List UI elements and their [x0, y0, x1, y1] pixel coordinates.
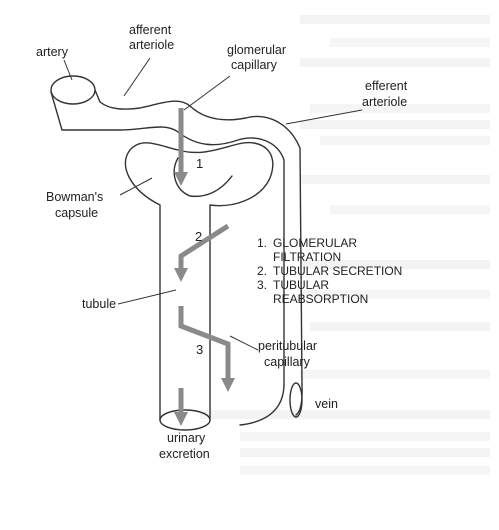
legend-2-text: TUBULAR SECRETION	[273, 264, 402, 278]
legend-3b-text: REABSORPTION	[273, 292, 368, 306]
label-peritubular-2: capillary	[264, 355, 311, 369]
arrow-tubular-reabsorption	[178, 306, 231, 378]
leader-lines	[63, 57, 363, 351]
legend-3-text: TUBULAR	[273, 278, 329, 292]
label-afferent-1: afferent	[129, 23, 172, 37]
step-number-2: 2	[195, 229, 202, 244]
legend-3-number: 3.	[257, 278, 267, 292]
label-efferent-1: efferent	[365, 79, 408, 93]
bowman-capsule-and-tubule	[124, 142, 274, 431]
legend-2-number: 2.	[257, 264, 267, 278]
step-number-1: 1	[196, 156, 203, 171]
bleed-through-text	[200, 15, 490, 475]
label-glomerular-1: glomerular	[227, 43, 286, 57]
process-legend: 1. GLOMERULAR FILTRATION 2. TUBULAR SECR…	[257, 236, 402, 306]
label-artery: artery	[36, 45, 69, 59]
legend-1-text: GLOMERULAR	[273, 236, 357, 250]
label-vein: vein	[315, 397, 338, 411]
legend-1-number: 1.	[257, 236, 267, 250]
label-efferent-2: arteriole	[362, 95, 407, 109]
label-afferent-2: arteriole	[129, 38, 174, 52]
label-peritubular-1: peritubular	[258, 339, 317, 353]
legend-1b-text: FILTRATION	[273, 250, 341, 264]
label-urinary-2: excretion	[159, 447, 210, 461]
label-bowman-2: capsule	[55, 206, 98, 220]
label-bowman-1: Bowman's	[46, 190, 103, 204]
arrow-tubular-secretion	[178, 223, 230, 268]
label-glomerular-2: capillary	[231, 58, 278, 72]
blood-vessel-outline	[50, 75, 303, 426]
label-urinary-1: urinary	[167, 431, 206, 445]
step-number-3: 3	[196, 342, 203, 357]
label-tubule: tubule	[82, 297, 116, 311]
flow-arrows	[174, 108, 235, 426]
